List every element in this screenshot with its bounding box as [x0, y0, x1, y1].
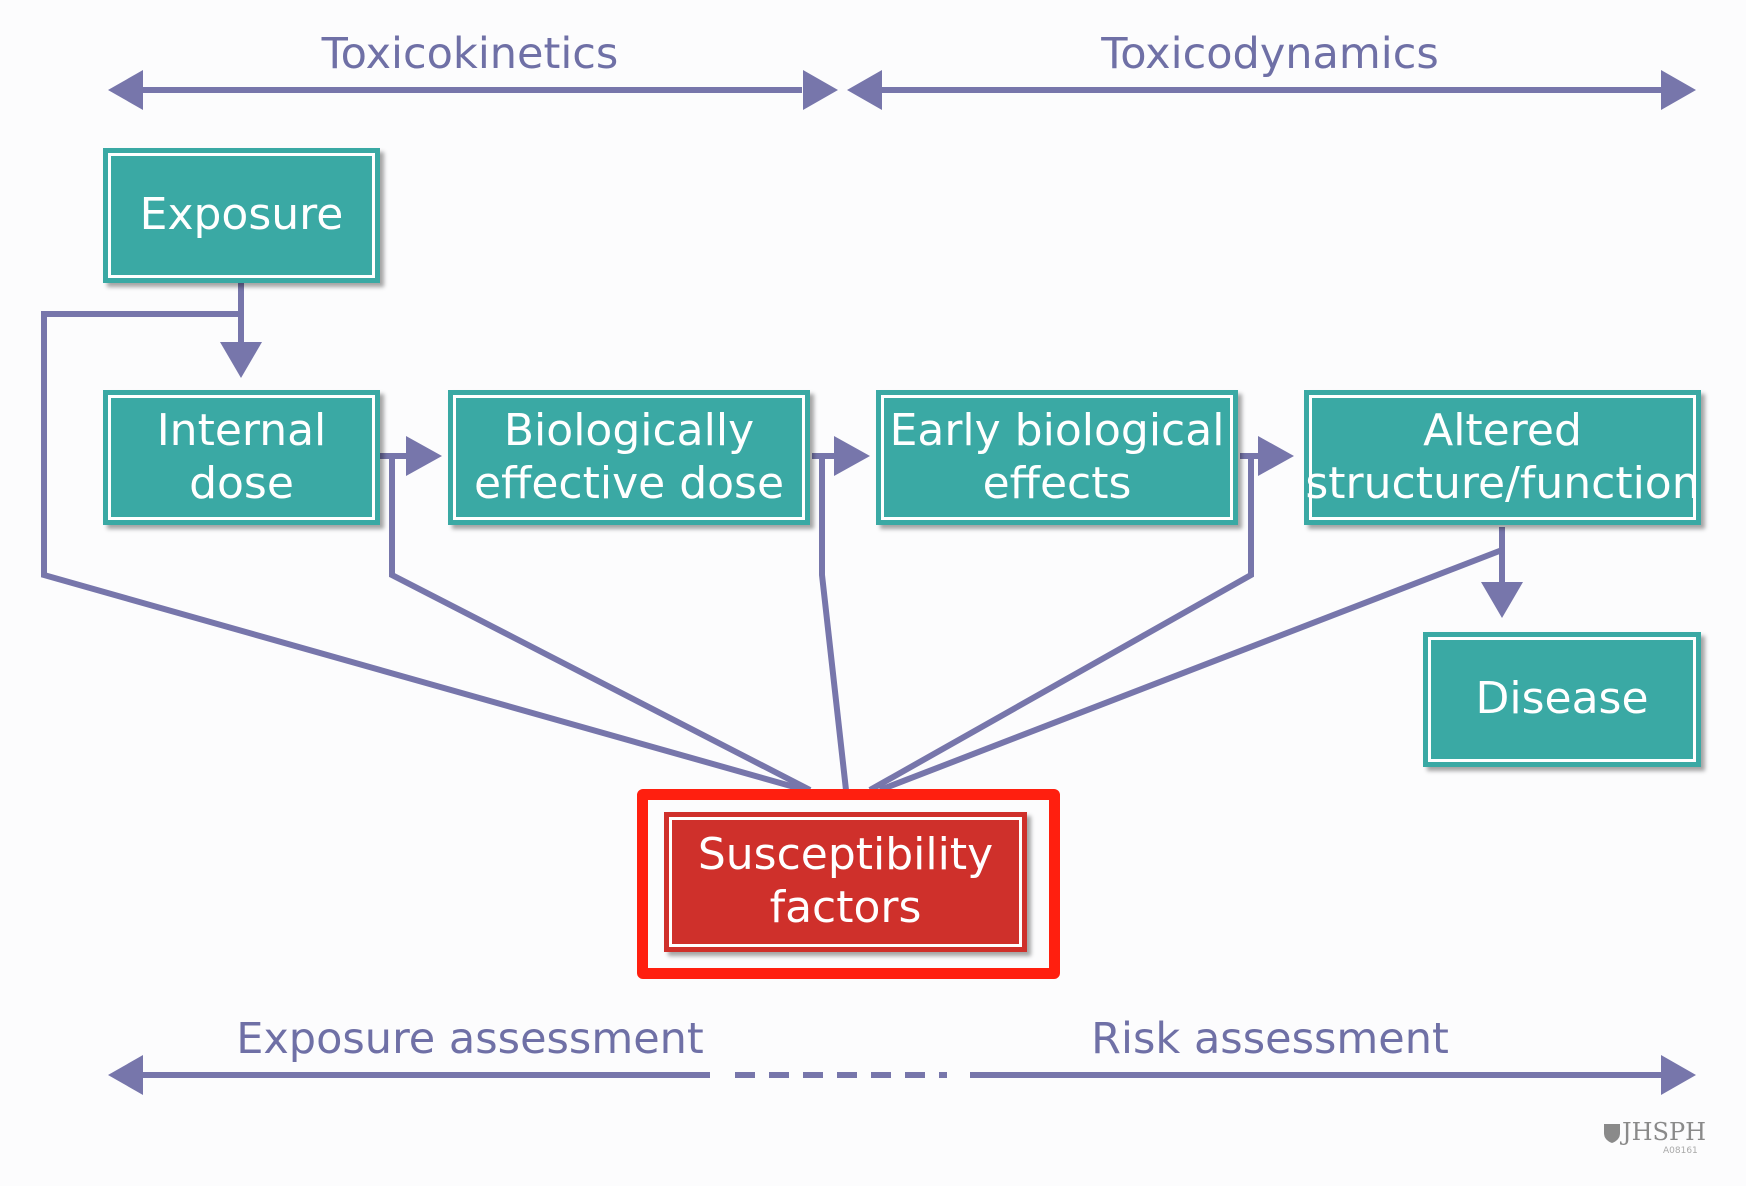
internal-dose-line-2: dose [189, 457, 294, 509]
biologically-effective-dose-box: Biologically effective dose [448, 390, 810, 525]
risk-assessment-axis [970, 1055, 1696, 1095]
biologically-effective-dose-line-2: effective dose [473, 457, 785, 509]
susceptibility-highlight-frame [637, 789, 1060, 979]
altered-to-disease-arrow [1481, 527, 1523, 618]
toxicokinetics-label: Toxicokinetics [321, 29, 619, 79]
exposure-to-susceptibility-line [41, 311, 806, 793]
early-effects-to-susceptibility-line [868, 456, 1254, 793]
biologically-effective-dose-line-1: Biologically [503, 404, 755, 456]
early-biological-effects-line-2: effects [982, 457, 1132, 509]
disease-box-line-1: Disease [1475, 673, 1649, 725]
susceptibility-factors-line-2: factors [769, 882, 922, 933]
exposure-assessment-label: Exposure assessment [236, 1014, 704, 1064]
toxicodynamics-axis [847, 70, 1696, 110]
altered-structure-function-box: Altered structure/function [1304, 390, 1701, 525]
altered-to-susceptibility-line [878, 547, 1504, 793]
exposure-assessment-axis [108, 1055, 710, 1095]
risk-assessment-label: Risk assessment [1091, 1014, 1449, 1064]
exposure-to-internal-dose-arrow [220, 283, 262, 378]
jhsph-logo-text: JHSPH [1622, 1118, 1707, 1146]
exposure-box-line-1: Exposure [139, 189, 344, 241]
altered-structure-function-line-1: Altered [1423, 404, 1582, 456]
internal-dose-line-1: Internal [156, 404, 327, 456]
susceptibility-connectors [41, 311, 1504, 793]
toxicodynamics-label: Toxicodynamics [1101, 29, 1439, 79]
internal-dose-box: Internal dose [103, 390, 380, 525]
susceptibility-factors-line-1: Susceptibility [697, 829, 994, 881]
toxicokinetics-axis [108, 70, 838, 110]
exposure-box: Exposure [103, 148, 380, 283]
jhsph-logo-code: A08161 [1663, 1146, 1698, 1156]
jhsph-shield-icon [1604, 1124, 1620, 1143]
disease-box: Disease [1423, 632, 1701, 767]
altered-structure-function-line-2: structure/function [1305, 457, 1700, 509]
internal-dose-to-susceptibility-line [389, 456, 812, 793]
biological-dose-to-susceptibility-line [819, 456, 849, 791]
early-biological-effects-box: Early biological effects [876, 390, 1238, 525]
susceptibility-factors-box: Susceptibility factors [664, 812, 1027, 952]
early-biological-effects-line-1: Early biological [889, 404, 1225, 456]
